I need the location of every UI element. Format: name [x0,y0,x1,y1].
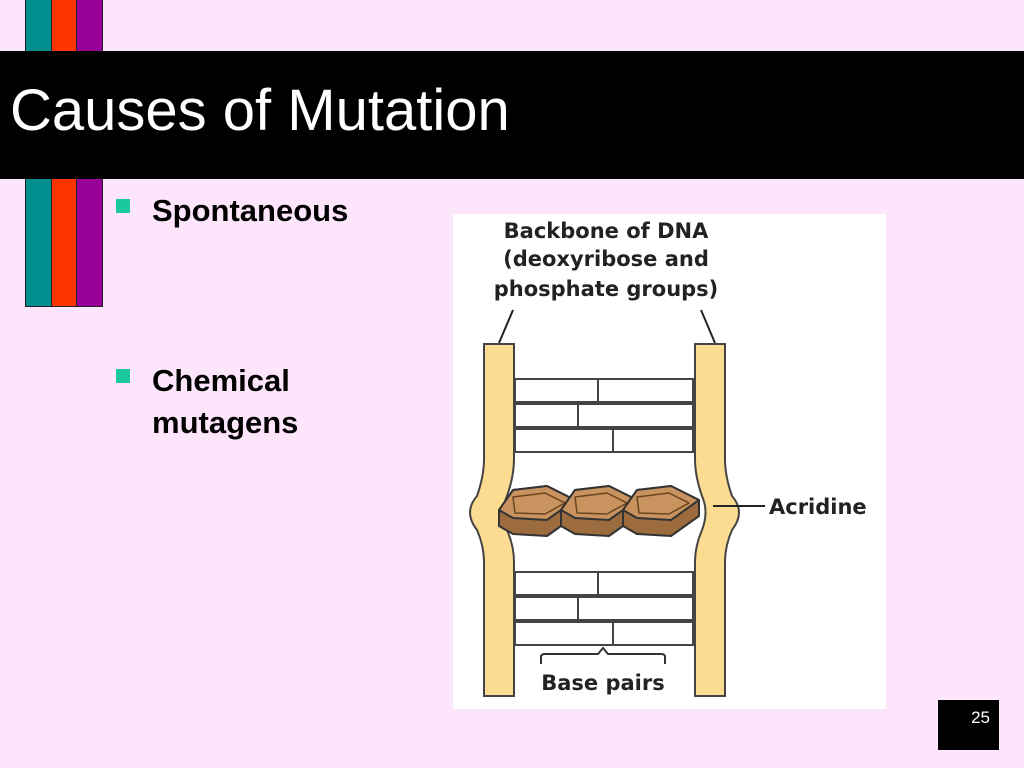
bullet-text: Chemical mutagens [152,363,299,440]
bullet-spontaneous: Spontaneous [116,190,348,232]
base-pairs-bottom [514,571,694,646]
teal-stripe [26,179,51,306]
slide-title: Causes of Mutation [10,78,510,143]
backbone-label-line3: phosphate groups) [494,277,719,301]
backbone-right [694,343,740,697]
backbone-label-line2: (deoxyribose and [503,247,709,271]
backbone-pointer-right [700,309,716,344]
backbone-label-line1: Backbone of DNA [504,219,709,243]
page-number: 25 [971,708,990,727]
page-number-box: 25 [938,700,999,750]
backbone-left [469,343,515,697]
dna-diagram: Backbone of DNA (deoxyribose and phospha… [469,219,867,697]
bullet-chemical-mutagens: Chemical mutagens [116,360,372,444]
red-stripe [50,179,77,306]
base-pairs-label: Base pairs [541,671,665,695]
acridine-label: Acridine [769,495,867,519]
bullet-text: Spontaneous [152,193,349,228]
decorative-stripes-top [25,0,103,51]
acridine-molecule [498,485,700,537]
red-stripe [50,0,77,51]
title-bar [0,51,1024,179]
decorative-stripes-bottom [25,179,103,307]
purple-stripe [76,0,103,51]
square-bullet-icon [116,369,130,383]
teal-stripe [26,0,51,51]
purple-stripe [76,179,103,306]
backbone-pointer-left [498,309,514,344]
square-bullet-icon [116,199,130,213]
dna-acridine-figure: Backbone of DNA (deoxyribose and phospha… [453,214,886,709]
base-pairs-top [514,378,694,453]
base-pairs-bracket [540,646,666,664]
